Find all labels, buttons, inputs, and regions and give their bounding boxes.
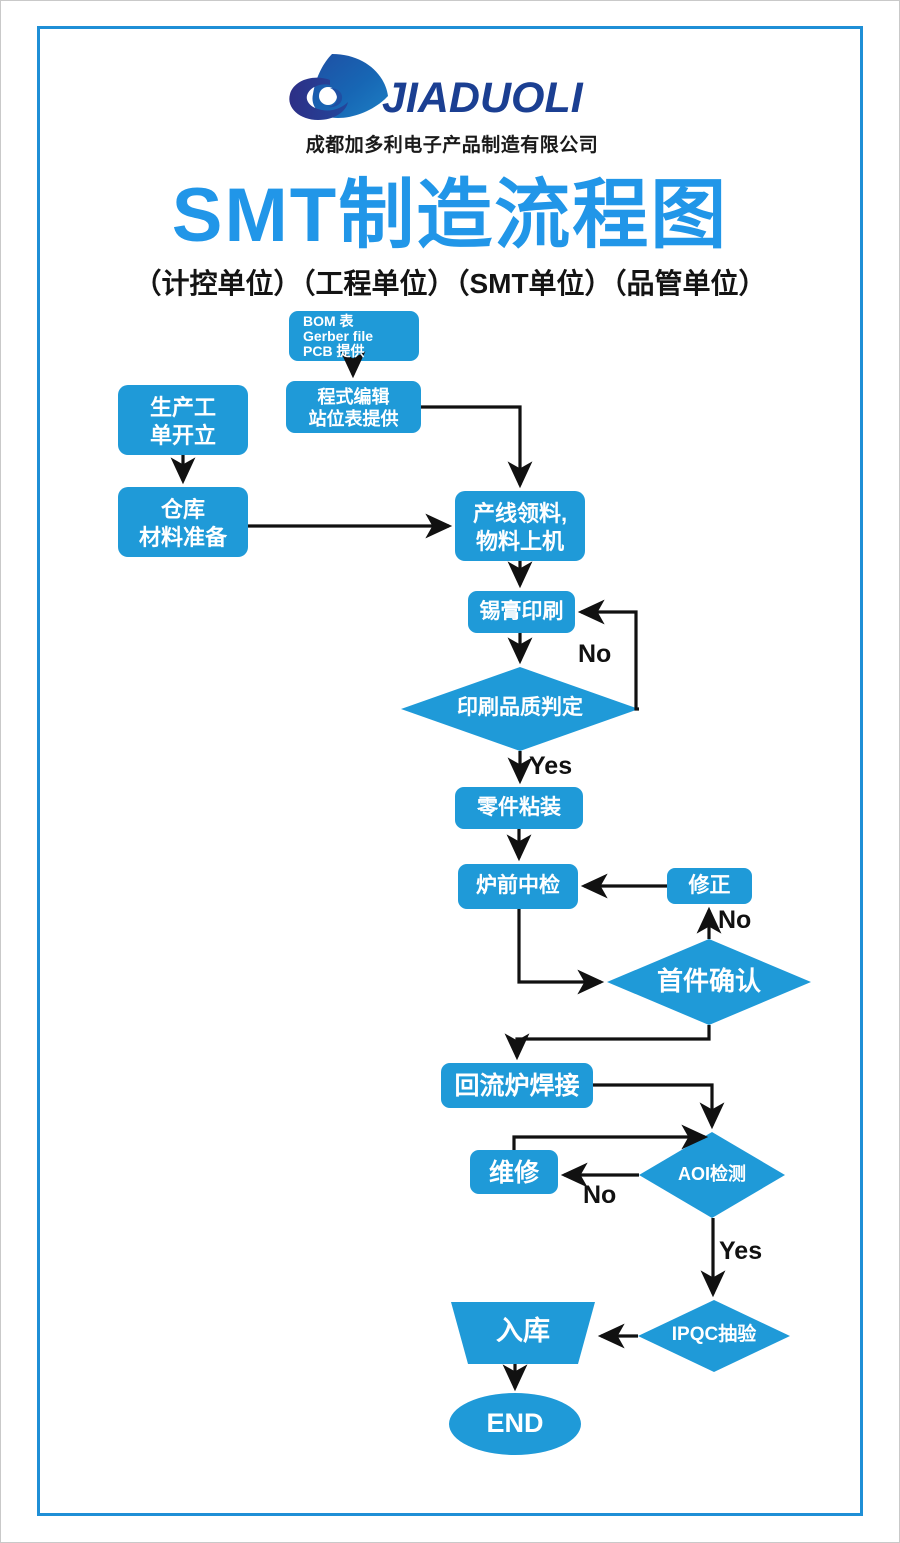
- node-reflow: [441, 1063, 593, 1108]
- swoosh-circle-logo-icon: [289, 54, 388, 120]
- page-subtitle: （计控单位）（工程单位）（SMT单位）（品管单位）: [133, 268, 767, 299]
- company-logo: JIADUOLI 成都加多利电子产品制造有限公司: [282, 52, 622, 160]
- edge-reflow-to-aoi: [593, 1083, 725, 1130]
- node-ipqc: [638, 1300, 790, 1372]
- node-program: [286, 381, 421, 433]
- brand-wordmark: JIADUOLI: [382, 74, 583, 122]
- node-repair: [470, 1150, 558, 1194]
- node-firstpiece: [607, 939, 811, 1025]
- edge-label-aoi-yes: Yes: [719, 1237, 763, 1265]
- edge-label-aoi-no: No: [583, 1181, 617, 1209]
- node-aoi: [639, 1132, 785, 1218]
- node-workorder: [118, 385, 248, 455]
- page-title: SMT制造流程图: [171, 173, 729, 258]
- node-printjudge: [401, 667, 639, 751]
- edge-repair-to-aoi: [512, 1124, 709, 1150]
- decorative-frame-inner: [41, 30, 859, 1512]
- edge-label-firstpiece-no: No: [718, 906, 752, 934]
- edge-label-print-yes: Yes: [529, 752, 573, 780]
- node-placement: [455, 787, 583, 829]
- decorative-frame: [37, 26, 863, 1516]
- node-preoven: [458, 864, 578, 909]
- node-end: [449, 1393, 581, 1455]
- node-bom: [289, 311, 419, 361]
- company-name-cn: 成都加多利电子产品制造有限公司: [305, 135, 599, 156]
- edge-firstpiece-to-reflow: [504, 1025, 711, 1061]
- node-solderpaste: [468, 591, 575, 633]
- edge-preoven-to-firstpiece: [517, 909, 605, 995]
- edge-program-to-pickup: [421, 405, 533, 489]
- edge-printjudge-no-to-solderpaste: [577, 599, 639, 711]
- node-warehouse: [118, 487, 248, 557]
- node-stockin: [451, 1302, 595, 1364]
- node-pickup: [455, 491, 585, 561]
- node-fix: [667, 868, 752, 904]
- edge-label-print-no: No: [578, 640, 612, 668]
